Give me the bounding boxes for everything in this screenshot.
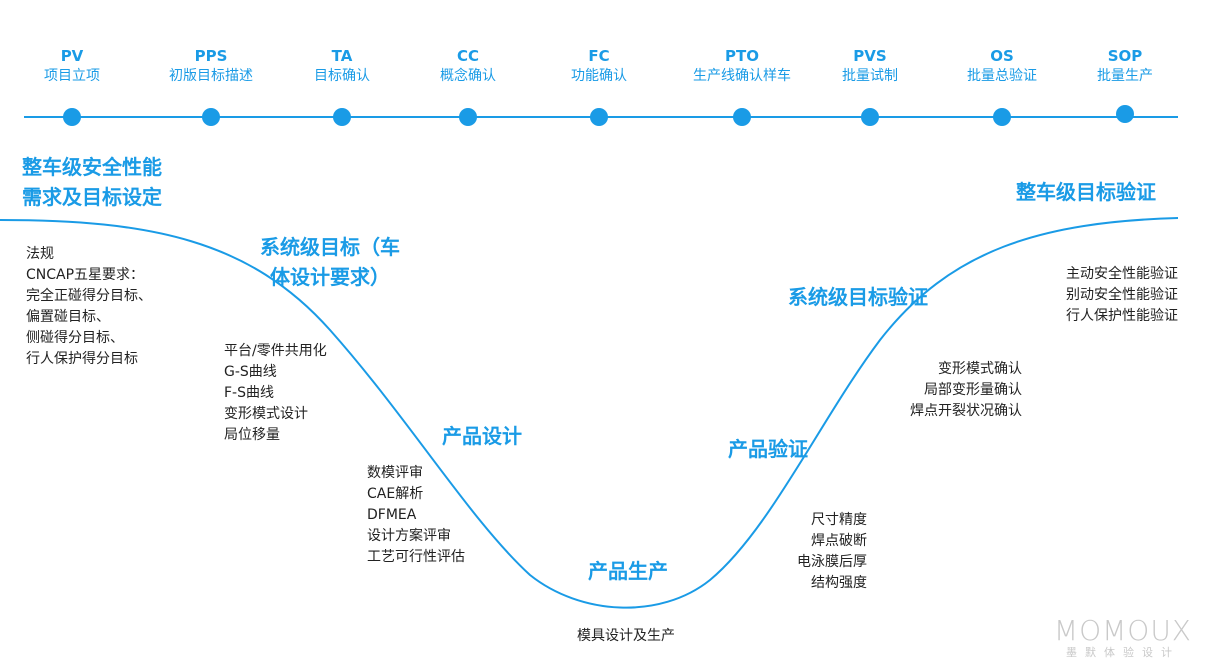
milestone-ta: TA 目标确认 [272, 46, 412, 86]
milestone-os: OS 批量总验证 [932, 46, 1072, 86]
note-line: 完全正碰得分目标、 [26, 288, 152, 304]
note-line: 变形模式设计 [224, 406, 308, 422]
note-line: 侧碰得分目标、 [26, 330, 124, 346]
milestone-dot-pv [63, 108, 81, 126]
notes-product-design: 数模评审 CAE解析 DFMEA 设计方案评审工艺可行性评估 [367, 463, 465, 568]
milestone-pto: PTO 生产线确认样车 [672, 46, 812, 86]
note-line: 主动安全性能验证 [1066, 266, 1178, 282]
milestone-name: 概念确认 [440, 68, 496, 84]
note-line: 数模评审 [367, 465, 423, 481]
stage-product-production: 产品生产 [588, 559, 668, 583]
note-line: 模具设计及生产 [577, 628, 675, 644]
milestone-fc: FC 功能确认 [529, 46, 669, 86]
milestone-dot-fc [590, 108, 608, 126]
milestone-name: 项目立项 [44, 68, 100, 84]
milestone-name: 生产线确认样车 [693, 68, 791, 84]
note-line: 变形模式确认 [938, 361, 1022, 377]
milestone-dot-os [993, 108, 1011, 126]
milestone-pvs: PVS 批量试制 [800, 46, 940, 86]
note-line: 局位移量 [224, 427, 280, 443]
note-line: 电泳膜后厚 [797, 554, 867, 570]
stage-system-target: 系统级目标（车 体设计要求） [260, 232, 400, 292]
milestone-dot-cc [459, 108, 477, 126]
note-line: 结构强度 [811, 575, 867, 591]
milestone-pv: PV 项目立项 [2, 46, 142, 86]
stage-product-design: 产品设计 [442, 424, 522, 448]
milestone-pps: PPS 初版目标描述 [141, 46, 281, 86]
notes-system-target: 平台/零件共用化 G-S曲线 F-S曲线变形模式设计局位移量 [224, 341, 327, 446]
stage-system-validation: 系统级目标验证 [788, 285, 928, 309]
milestone-dot-pto [733, 108, 751, 126]
milestone-name: 批量总验证 [967, 68, 1037, 84]
milestone-dot-pps [202, 108, 220, 126]
milestone-code: PVS [853, 47, 887, 65]
milestone-name: 目标确认 [314, 68, 370, 84]
milestone-name: 初版目标描述 [169, 68, 253, 84]
milestone-sop: SOP 批量生产 [1055, 46, 1195, 86]
logo-subtitle: 墨默体验设计 [1065, 646, 1180, 659]
stage-vehicle-target-line1: 整车级安全性能 [22, 155, 162, 179]
note-line: 工艺可行性评估 [367, 549, 465, 565]
milestone-code: FC [588, 47, 610, 65]
stage-vehicle-target-line2: 需求及目标设定 [22, 185, 162, 209]
note-line: 焊点开裂状况确认 [910, 403, 1022, 419]
note-line: 别动安全性能验证 [1066, 287, 1178, 303]
notes-product-validation: 尺寸精度焊点破断电泳膜后厚结构强度 [797, 510, 867, 594]
milestone-dot-ta [333, 108, 351, 126]
note-line: 行人保护性能验证 [1066, 308, 1178, 324]
note-line: 行人保护得分目标 [26, 351, 138, 367]
milestone-code: PTO [725, 47, 759, 65]
milestone-name: 功能确认 [571, 68, 627, 84]
note-line: 局部变形量确认 [924, 382, 1022, 398]
note-line: F-S曲线 [224, 385, 274, 401]
stage-system-target-line1: 系统级目标（车 [260, 235, 400, 259]
milestone-dot-sop [1116, 105, 1134, 123]
stage-system-target-line2: 体设计要求） [270, 265, 390, 289]
note-line: 偏置碰目标、 [26, 309, 110, 325]
note-line: 平台/零件共用化 [224, 343, 327, 359]
milestone-name: 批量生产 [1097, 68, 1153, 84]
notes-vehicle-validation: 主动安全性能验证别动安全性能验证行人保护性能验证 [1066, 264, 1178, 327]
note-line: 尺寸精度 [811, 512, 867, 528]
note-line: DFMEA [367, 507, 417, 523]
stage-vehicle-validation: 整车级目标验证 [1016, 180, 1156, 204]
milestone-code: CC [456, 47, 480, 65]
milestone-code: OS [990, 47, 1014, 65]
note-line: G-S曲线 [224, 364, 277, 380]
milestone-code: PV [60, 47, 84, 65]
milestone-code: SOP [1107, 47, 1143, 65]
milestone-code: PPS [194, 47, 228, 65]
note-line: CNCAP五星要求： [26, 267, 145, 283]
brand-logo: MOMOUX 墨默体验设计 [1054, 616, 1192, 660]
note-line: 焊点破断 [811, 533, 867, 549]
note-line: CAE解析 [367, 486, 424, 502]
milestone-name: 批量试制 [842, 68, 898, 84]
logo-word: MOMOUX [1053, 614, 1192, 647]
milestone-code: TA [331, 47, 353, 65]
note-line: 设计方案评审 [367, 528, 451, 544]
milestone-cc: CC 概念确认 [398, 46, 538, 86]
notes-vehicle-target: 法规 CNCAP五星要求： 完全正碰得分目标、偏置碰目标、侧碰得分目标、行人保护得分… [26, 244, 152, 370]
notes-product-production: 模具设计及生产 [577, 626, 675, 647]
note-line: 法规 [26, 246, 54, 262]
stage-vehicle-target: 整车级安全性能 需求及目标设定 [22, 152, 162, 212]
v-curve [0, 217, 1179, 609]
notes-system-validation: 变形模式确认局部变形量确认焊点开裂状况确认 [910, 359, 1022, 422]
stage-product-validation: 产品验证 [728, 437, 808, 461]
milestone-dot-pvs [861, 108, 879, 126]
